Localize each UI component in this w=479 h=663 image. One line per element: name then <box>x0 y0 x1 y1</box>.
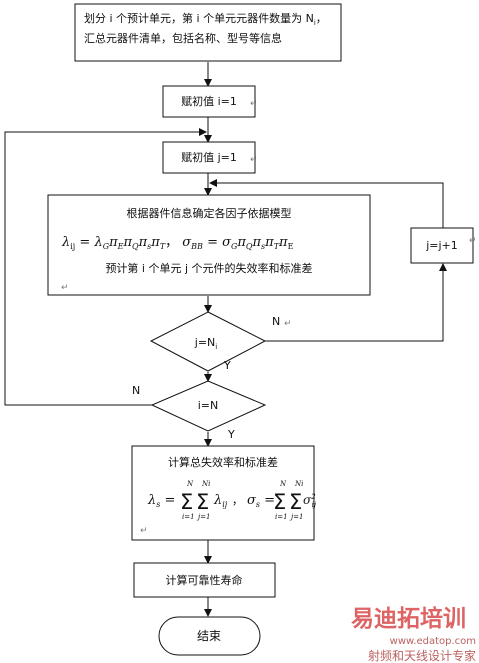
branch-label-check-i-yes: Y <box>227 428 235 441</box>
branch-label-check-i-no: N <box>132 384 140 397</box>
step-partition-line2: 汇总元器件清单，包括名称、型号等信息 <box>84 31 282 45</box>
terminal-end-label: 结束 <box>197 629 221 643</box>
branch-label-check-j-no: N <box>272 315 280 328</box>
step-life: 计算可靠性寿命 <box>133 562 276 598</box>
watermark-subtitle: 射频和天线设计专家 <box>368 648 476 663</box>
step-total-title: 计算总失效率和标准差 <box>168 455 278 469</box>
step-total-formula: λs = Σ N i=1 Σ Ni j=1 λij ， σs = Σ N i=1… <box>147 480 317 521</box>
svg-text:，: ， <box>232 494 243 507</box>
step-model: 根据器件信息确定各因子依据模型 λij = λGπEπQπsπT， σBB = … <box>47 194 371 296</box>
watermark-title: 易迪拓培训 <box>351 605 466 632</box>
svg-text:j=1: j=1 <box>196 513 211 521</box>
svg-text:Σ: Σ <box>289 490 302 514</box>
step-init-i: 赋初值 i=1 <box>162 85 256 118</box>
step-life-label: 计算可靠性寿命 <box>166 573 243 587</box>
step-init-j: 赋初值 j=1 <box>162 141 256 174</box>
return-mark: ↵ <box>250 99 258 109</box>
svg-text:σs =: σs = <box>247 493 275 509</box>
step-increment-j-label: j=j+1 <box>425 239 458 252</box>
arrow-check-i-no-to-init-j <box>4 128 207 406</box>
return-mark: ↵ <box>469 236 477 246</box>
step-increment-j: j=j+1 <box>410 227 474 264</box>
step-init-i-label: 赋初值 i=1 <box>181 94 237 108</box>
step-partition-line1: 划分 i 个预计单元，第 i 个单元元器件数量为 Ni， <box>84 11 327 27</box>
return-mark: ↵ <box>140 526 148 536</box>
return-mark: ↵ <box>284 319 292 329</box>
svg-text:λs =: λs = <box>147 493 175 509</box>
svg-text:Σ: Σ <box>273 490 286 514</box>
branch-label-check-j-yes: Y <box>223 359 231 372</box>
decision-check-j-label: j=Ni <box>194 336 218 351</box>
return-mark: ↵ <box>61 283 69 293</box>
terminal-end: 结束 <box>158 616 261 656</box>
svg-text:Σ: Σ <box>196 490 209 514</box>
step-model-line1: 根据器件信息确定各因子依据模型 <box>127 206 292 220</box>
connectors <box>4 62 447 617</box>
return-mark: ↵ <box>250 155 258 165</box>
watermark: 易迪拓培训 www.edatop.com 射频和天线设计专家 <box>351 605 476 663</box>
svg-text:i=1: i=1 <box>275 513 288 521</box>
svg-text:j=1: j=1 <box>289 513 304 521</box>
step-total: 计算总失效率和标准差 λs = Σ N i=1 Σ Ni j=1 λij ， σ… <box>131 445 317 541</box>
arrow-increment-to-model <box>209 179 444 228</box>
watermark-url: www.edatop.com <box>390 636 476 647</box>
svg-text:N: N <box>279 480 287 488</box>
decision-check-j: j=Ni <box>149 311 267 372</box>
step-model-line3: 预计第 i 个单元 j 个元件的失效率和标准差 <box>105 261 312 275</box>
arrow-check-j-no-to-increment <box>265 263 447 342</box>
svg-text:Σ: Σ <box>180 490 193 514</box>
svg-text:Ni: Ni <box>201 480 210 488</box>
svg-text:Ni: Ni <box>294 480 303 488</box>
step-init-j-label: 赋初值 j=1 <box>181 150 237 164</box>
step-model-formula: λij = λGπEπQπsπT， σBB = σGπQπsπTπE <box>61 235 294 251</box>
paragraph-marks: ↵ ↵ ↵ ↵ ↵ ↵ <box>61 99 477 536</box>
step-partition: 划分 i 个预计单元，第 i 个单元元器件数量为 Ni， 汇总元器件清单，包括名… <box>74 3 342 62</box>
svg-text:N: N <box>186 480 194 488</box>
decision-check-i: i=N <box>150 380 267 432</box>
svg-text:i=1: i=1 <box>182 513 195 521</box>
decision-check-i-label: i=N <box>198 399 219 412</box>
